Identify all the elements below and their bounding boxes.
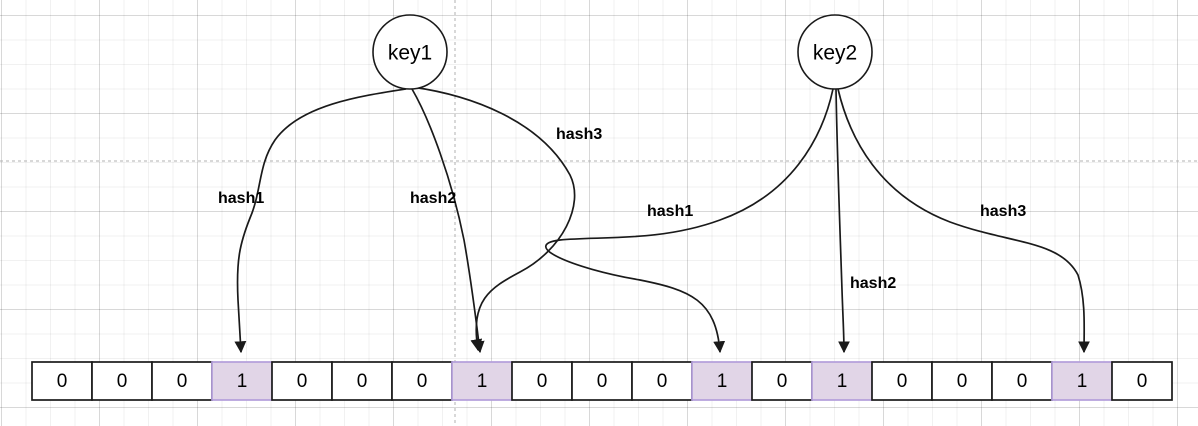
bit-cell[interactable]: 1 xyxy=(451,361,513,401)
bit-cell-value: 1 xyxy=(237,371,248,392)
label-key2-hash1: hash1 xyxy=(647,203,693,220)
bit-cell-value: 1 xyxy=(837,371,848,392)
label-key1-hash3: hash3 xyxy=(556,126,602,143)
bit-cell-set[interactable] xyxy=(1051,361,1113,401)
bloom-filter-bit-array: 0 0 0 1 0 0 0 1 0 0 0 1 0 1 0 0 0 1 0 xyxy=(31,361,1173,401)
edge-key1-hash1 xyxy=(234,88,407,354)
bit-cell[interactable]: 1 xyxy=(811,361,873,401)
edge-key2-hash2 xyxy=(835,88,850,354)
edge-key2-hash3 xyxy=(837,88,1090,354)
bit-cell-value: 0 xyxy=(1137,371,1148,392)
bit-cell-value: 0 xyxy=(777,371,788,392)
bit-cell[interactable]: 0 xyxy=(991,361,1053,401)
bit-cell-value: 1 xyxy=(717,371,728,392)
edge-key1-hash3 xyxy=(411,86,576,352)
bit-cell[interactable]: 0 xyxy=(331,361,393,401)
bit-cell-unset[interactable] xyxy=(1111,361,1173,401)
bit-cell[interactable]: 1 xyxy=(691,361,753,401)
bit-cell-unset[interactable] xyxy=(631,361,693,401)
bit-cell[interactable]: 0 xyxy=(1111,361,1173,401)
bit-cell-unset[interactable] xyxy=(991,361,1053,401)
label-key1-hash1: hash1 xyxy=(218,190,264,207)
bit-cell[interactable]: 0 xyxy=(571,361,633,401)
bit-cell-unset[interactable] xyxy=(271,361,333,401)
key2-label: key2 xyxy=(813,42,857,65)
bit-cell[interactable]: 1 xyxy=(211,361,273,401)
bit-cell-unset[interactable] xyxy=(571,361,633,401)
bit-cell[interactable]: 0 xyxy=(751,361,813,401)
bit-cell-value: 0 xyxy=(57,371,68,392)
bit-cell[interactable]: 0 xyxy=(511,361,573,401)
bit-cell-value: 1 xyxy=(477,371,488,392)
bit-cell[interactable]: 0 xyxy=(931,361,993,401)
bit-cell-unset[interactable] xyxy=(31,361,93,401)
key2-edges xyxy=(544,88,1090,354)
node-key2[interactable]: key2 xyxy=(797,14,873,90)
edge-key2-hash1 xyxy=(544,88,834,354)
key1-circle[interactable] xyxy=(372,14,448,90)
bit-cell-value: 1 xyxy=(1077,371,1088,392)
bit-cell[interactable]: 0 xyxy=(31,361,93,401)
edge-labels: hash1 hash2 hash3 hash1 hash2 hash3 xyxy=(218,126,1026,292)
label-key2-hash3: hash3 xyxy=(980,203,1026,220)
bit-cell-value: 0 xyxy=(117,371,128,392)
node-key1[interactable]: key1 xyxy=(372,14,448,90)
bit-cell-value: 0 xyxy=(957,371,968,392)
bit-cell-value: 0 xyxy=(897,371,908,392)
bit-cell[interactable]: 0 xyxy=(391,361,453,401)
bit-cell[interactable]: 0 xyxy=(871,361,933,401)
bit-cell-set[interactable] xyxy=(691,361,753,401)
label-key1-hash2: hash2 xyxy=(410,190,456,207)
bit-cell[interactable]: 0 xyxy=(91,361,153,401)
bit-cell-value: 0 xyxy=(177,371,188,392)
bit-cell[interactable]: 0 xyxy=(271,361,333,401)
bit-cell[interactable]: 0 xyxy=(631,361,693,401)
bit-cell[interactable]: 0 xyxy=(151,361,213,401)
key1-edges xyxy=(234,86,576,354)
label-key2-hash2: hash2 xyxy=(850,275,896,292)
key1-label: key1 xyxy=(388,42,432,65)
bit-cell-value: 0 xyxy=(597,371,608,392)
bit-cell-value: 0 xyxy=(537,371,548,392)
bit-cell[interactable]: 1 xyxy=(1051,361,1113,401)
bit-cell-unset[interactable] xyxy=(91,361,153,401)
key2-circle[interactable] xyxy=(797,14,873,90)
bit-cell-unset[interactable] xyxy=(151,361,213,401)
bit-cell-value: 0 xyxy=(417,371,428,392)
bit-cell-value: 0 xyxy=(357,371,368,392)
bit-cell-value: 0 xyxy=(1017,371,1028,392)
bit-cell-value: 0 xyxy=(297,371,308,392)
edge-key1-hash2 xyxy=(411,88,485,354)
bit-cell-unset[interactable] xyxy=(511,361,573,401)
bit-cell-value: 0 xyxy=(657,371,668,392)
